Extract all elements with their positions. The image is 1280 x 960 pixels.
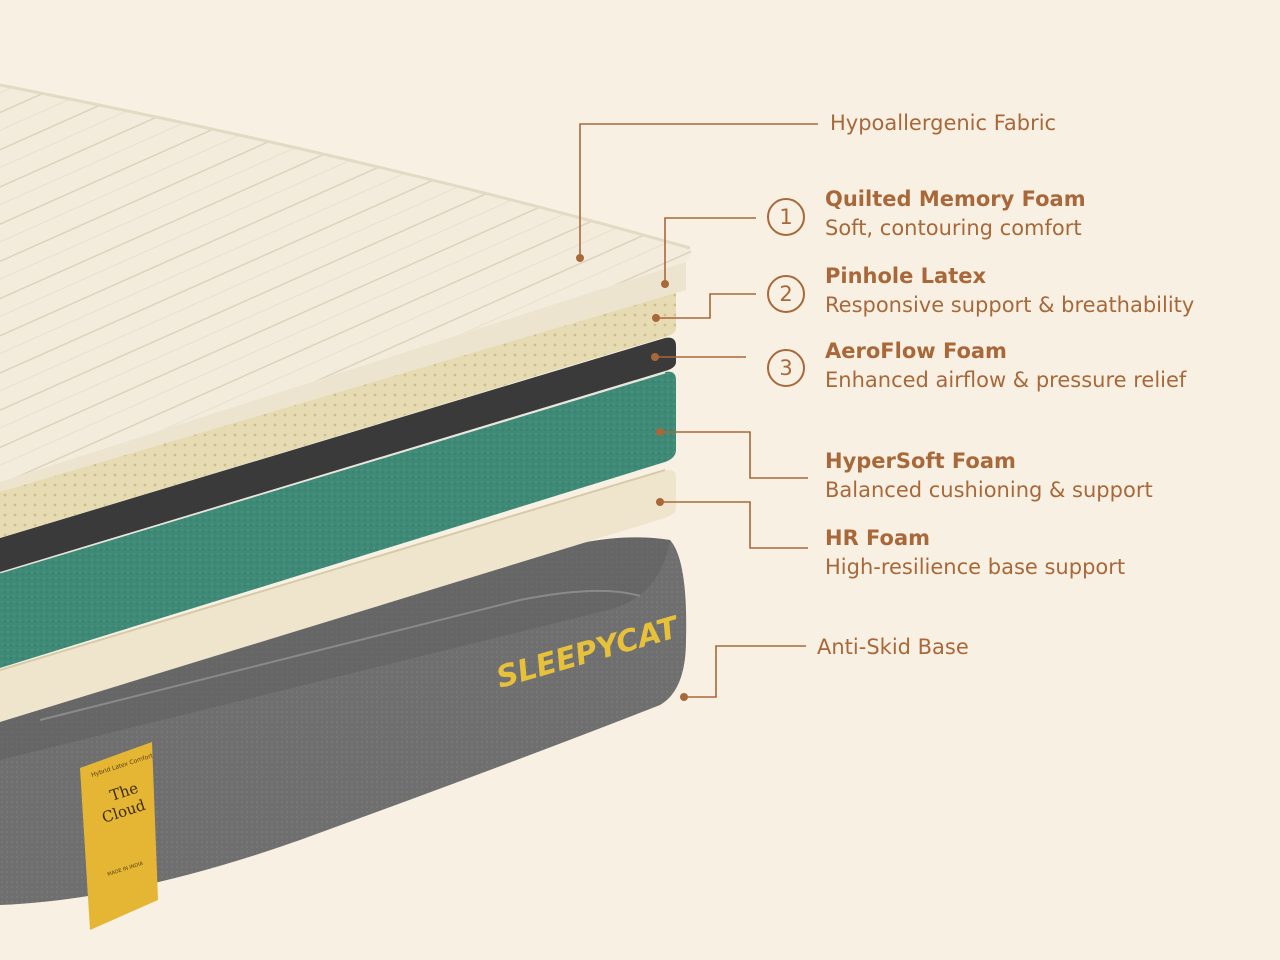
anti-skid-base bbox=[0, 537, 687, 905]
label-pinhole-latex: Pinhole Latex Responsive support & breat… bbox=[825, 263, 1194, 319]
label-title: Hypoallergenic Fabric bbox=[830, 111, 1057, 135]
label-desc: Balanced cushioning & support bbox=[825, 478, 1153, 503]
label-desc: Responsive support & breathability bbox=[825, 293, 1195, 318]
callout-dots bbox=[576, 254, 688, 701]
label-quilted-memory-foam: Quilted Memory Foam Soft, contouring com… bbox=[825, 186, 1086, 242]
callout-lines bbox=[579, 123, 818, 698]
hr-foam-layer bbox=[0, 469, 676, 722]
pinhole-latex-layer bbox=[0, 287, 676, 538]
label-aeroflow-foam: AeroFlow Foam Enhanced airflow & pressur… bbox=[825, 338, 1186, 394]
layer-number-3: 3 bbox=[767, 349, 805, 387]
hypersoft-foam-layer bbox=[0, 371, 676, 668]
product-tag: Hybrid Latex Comfort The Cloud MADE IN I… bbox=[80, 742, 158, 930]
aeroflow-foam-layer bbox=[0, 337, 676, 572]
fabric-side bbox=[0, 262, 686, 492]
label-title: AeroFlow Foam bbox=[825, 339, 1007, 363]
label-desc: Enhanced airflow & pressure relief bbox=[825, 368, 1187, 393]
label-title: Quilted Memory Foam bbox=[825, 187, 1086, 211]
layer-number-2: 2 bbox=[767, 275, 805, 313]
label-hr-foam: HR Foam High-resilience base support bbox=[825, 525, 1125, 581]
label-desc: Soft, contouring comfort bbox=[825, 216, 1082, 241]
label-title: HyperSoft Foam bbox=[825, 449, 1016, 473]
label-title: HR Foam bbox=[825, 526, 931, 550]
layer-number-1: 1 bbox=[767, 198, 805, 236]
label-desc: High-resilience base support bbox=[825, 555, 1126, 580]
label-hypoallergenic-fabric: Hypoallergenic Fabric bbox=[830, 110, 1056, 136]
label-title: Anti-Skid Base bbox=[817, 635, 969, 659]
label-title: Pinhole Latex bbox=[825, 264, 987, 288]
label-anti-skid-base: Anti-Skid Base bbox=[817, 634, 969, 660]
quilted-fabric-top bbox=[0, 85, 692, 482]
label-hypersoft-foam: HyperSoft Foam Balanced cushioning & sup… bbox=[825, 448, 1153, 504]
